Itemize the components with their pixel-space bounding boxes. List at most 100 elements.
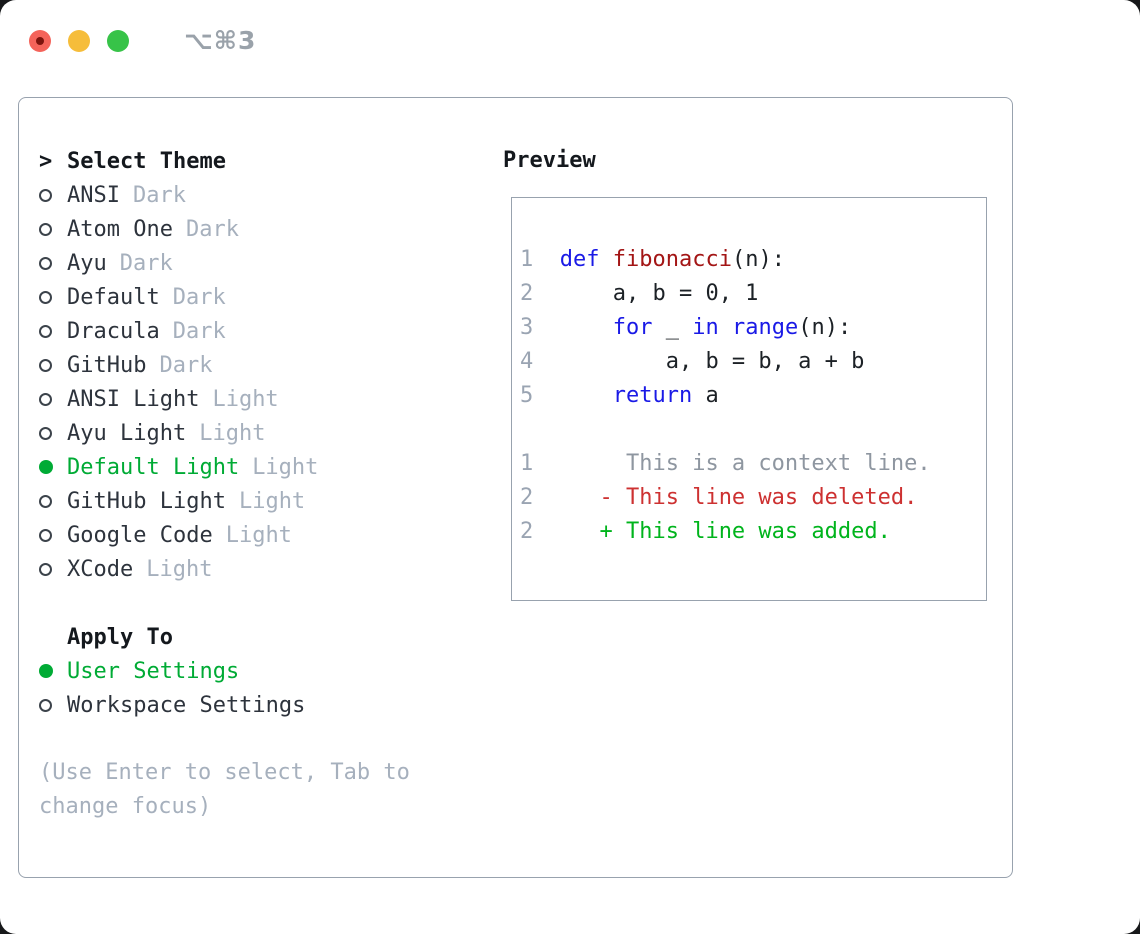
window-controls: ⌥⌘3	[29, 26, 256, 55]
radio-icon	[39, 426, 52, 440]
code-token: range	[731, 315, 799, 340]
radio-icon	[39, 562, 52, 576]
option-tag: Light	[146, 556, 213, 582]
code-token: return	[612, 383, 693, 408]
theme-option[interactable]: Ayu Light Light	[39, 416, 503, 450]
code-token: def	[559, 247, 600, 272]
code-token: 4	[520, 349, 560, 374]
option-label: Default Light	[67, 454, 240, 480]
code-token: 2	[520, 485, 560, 510]
radio-icon	[39, 256, 52, 270]
preview-column: Preview 1 def fibonacci(n):2 a, b = 0, 1…	[503, 144, 992, 877]
code-token	[560, 315, 613, 340]
bullet-cell	[39, 392, 67, 406]
bullet-cell	[39, 698, 67, 712]
bullet-cell	[39, 562, 67, 576]
option-tag: Dark	[172, 284, 226, 310]
radio-icon	[39, 698, 52, 712]
code-token: a, b = 0, 1	[559, 281, 759, 306]
option-label: Dracula	[67, 318, 160, 344]
spacer	[39, 586, 503, 620]
theme-option[interactable]: Default Light Light	[39, 450, 503, 484]
preview-title: Preview	[503, 148, 596, 173]
code-token: 3	[520, 315, 560, 340]
zoom-button[interactable]	[107, 29, 129, 52]
option-tag: Dark	[185, 216, 239, 242]
theme-option[interactable]: ANSI Light Light	[39, 382, 503, 416]
bullet-cell	[39, 460, 67, 474]
panel-title-row: > Select Theme	[39, 144, 503, 178]
bullet-cell	[39, 222, 67, 236]
radio-icon	[39, 392, 52, 406]
apply-option[interactable]: Workspace Settings	[39, 688, 503, 722]
option-tag: Dark	[119, 250, 173, 276]
window-shortcut-label: ⌥⌘3	[184, 26, 257, 55]
code-token: 2	[520, 281, 560, 306]
radio-icon	[39, 324, 52, 338]
bullet-cell	[39, 290, 67, 304]
code-token: 5	[520, 383, 560, 408]
option-tag: Dark	[172, 318, 226, 344]
code-token: a, b = b, a + b	[559, 349, 865, 374]
option-tag: Dark	[132, 182, 186, 208]
code-token	[719, 315, 732, 340]
option-tag: Light	[212, 386, 279, 412]
code-token: a	[692, 383, 719, 408]
prompt-caret-icon: >	[39, 148, 53, 174]
code-token: for	[612, 315, 653, 340]
code-line: 3 for _ in range(n):	[520, 311, 986, 345]
option-label: Workspace Settings	[67, 692, 306, 718]
code-token: (n):	[731, 247, 785, 272]
code-token	[560, 383, 613, 408]
code-line: 1 def fibonacci(n):	[520, 243, 986, 277]
code-token: This is a context line.	[559, 451, 931, 476]
option-tag: Light	[252, 454, 319, 480]
theme-option[interactable]: Dracula Dark	[39, 314, 503, 348]
radio-icon	[39, 290, 52, 304]
bullet-cell	[39, 188, 67, 202]
code-token: in	[692, 315, 719, 340]
option-label: GitHub	[67, 352, 147, 378]
bullet-cell	[39, 426, 67, 440]
code-token: - This line was deleted.	[559, 485, 918, 510]
option-label: ANSI Light	[67, 386, 200, 412]
apply-to-title-row: Apply To	[39, 620, 503, 654]
panel-title: Select Theme	[67, 148, 226, 174]
apply-option[interactable]: User Settings	[39, 654, 503, 688]
option-label: Google Code	[67, 522, 213, 548]
code-line	[520, 413, 986, 447]
theme-option[interactable]: Google Code Light	[39, 518, 503, 552]
option-tag: Light	[225, 522, 292, 548]
radio-icon	[39, 358, 52, 372]
bullet-cell	[39, 256, 67, 270]
bullet-cell	[39, 324, 67, 338]
minimize-button[interactable]	[68, 29, 90, 52]
code-token: (n):	[798, 315, 852, 340]
code-line: 2 a, b = 0, 1	[520, 277, 986, 311]
code-token: 1	[520, 451, 560, 476]
code-line: 2 + This line was added.	[520, 515, 986, 549]
close-button[interactable]	[29, 29, 51, 52]
spacer	[39, 722, 503, 756]
radio-icon	[39, 188, 52, 202]
bullet-cell	[39, 494, 67, 508]
radio-icon	[39, 494, 52, 508]
radio-selected-icon	[39, 460, 53, 474]
code-line: 1 This is a context line.	[520, 447, 986, 481]
radio-icon	[39, 222, 52, 236]
code-token: _	[652, 315, 693, 340]
option-label: Ayu Light	[67, 420, 187, 446]
option-tag: Light	[199, 420, 266, 446]
code-token	[600, 247, 613, 272]
